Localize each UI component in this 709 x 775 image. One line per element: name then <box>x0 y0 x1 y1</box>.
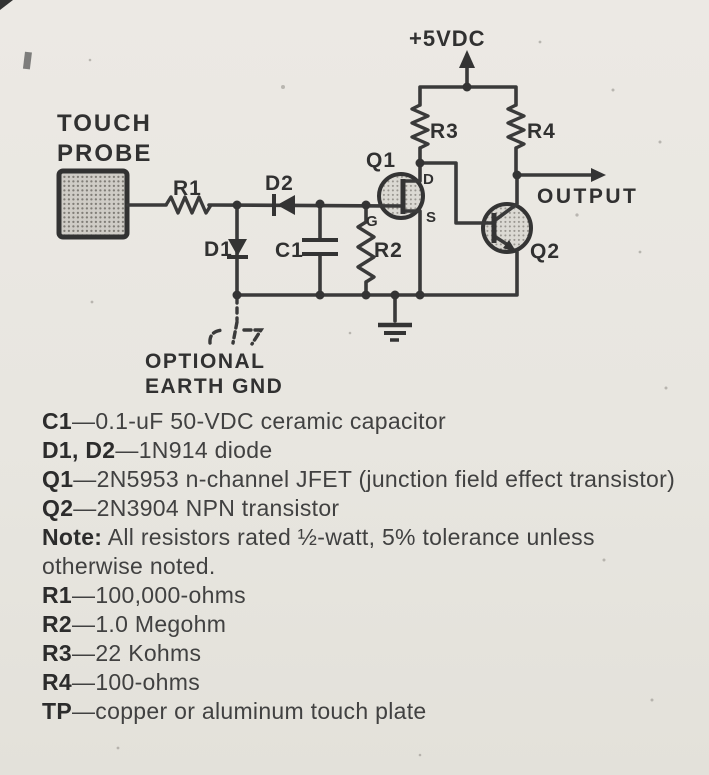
q1-source-label: S <box>426 209 436 226</box>
parts-list: C1—0.1-uF 50-VDC ceramic capacitor D1, D… <box>42 407 694 726</box>
resistor-r1-symbol <box>164 195 213 215</box>
q1-label: Q1 <box>366 149 396 172</box>
part-designator: R2 <box>42 611 73 637</box>
part-description: —2N5953 n-channel JFET (junction field e… <box>73 466 676 492</box>
parts-list-item: Q2—2N3904 NPN transistor <box>42 494 694 523</box>
diode-d2-symbol <box>272 194 295 216</box>
junction-dots <box>232 82 522 300</box>
part-description: —100-ohms <box>72 669 200 695</box>
part-designator: R3 <box>42 640 73 666</box>
touch-probe-label-line1: TOUCH <box>57 110 152 137</box>
resistor-r3-symbol <box>410 103 430 150</box>
q1-drain-label: D <box>423 171 434 188</box>
parts-list-item: R2—1.0 Megohm <box>42 610 694 639</box>
r2-label: R2 <box>374 239 403 262</box>
r4-label: R4 <box>527 120 556 143</box>
part-description: —copper or aluminum touch plate <box>72 698 427 724</box>
parts-list-item: TP—copper or aluminum touch plate <box>42 697 694 726</box>
part-designator: TP <box>42 698 72 724</box>
d2-label: D2 <box>265 172 294 195</box>
parts-list-item: D1, D2—1N914 diode <box>42 436 694 465</box>
edge-mark <box>22 51 32 70</box>
q2-emitter-arrow <box>503 240 517 253</box>
diode-d1-symbol <box>227 239 248 259</box>
earth-gnd-label-line2: EARTH GND <box>145 375 283 398</box>
page-corner-mark <box>0 0 13 10</box>
paper-specks <box>88 40 668 757</box>
resistor-r4-symbol <box>506 103 526 150</box>
scan-artifacts <box>0 0 668 757</box>
parts-list-item: R3—22 Kohms <box>42 639 694 668</box>
part-description: —0.1-uF 50-VDC ceramic capacitor <box>72 408 446 434</box>
q2-label: Q2 <box>530 240 560 263</box>
supply-arrow-icon <box>459 50 475 68</box>
touch-probe-label-line2: PROBE <box>57 140 152 167</box>
earth-ground-symbol <box>208 296 265 346</box>
supply-label: +5VDC <box>409 26 486 51</box>
resistor-r2-symbol <box>356 220 376 284</box>
capacitor-c1-symbol <box>302 238 338 256</box>
part-description: —1.0 Megohm <box>72 611 227 637</box>
note-text: All resistors rated ½-watt, 5% tolerance… <box>42 524 595 579</box>
parts-list-item: R4—100-ohms <box>42 668 694 697</box>
parts-list-item: Q1—2N5953 n-channel JFET (junction field… <box>42 465 694 494</box>
parts-list-item: C1—0.1-uF 50-VDC ceramic capacitor <box>42 407 694 436</box>
part-designator: R4 <box>42 669 73 695</box>
part-description: —22 Kohms <box>72 640 202 666</box>
d1-label: D1 <box>204 238 233 261</box>
earth-gnd-label-line1: OPTIONAL <box>145 350 266 373</box>
note-designator: Note: <box>42 524 103 550</box>
part-designator: R1 <box>42 582 73 608</box>
ground-symbol <box>378 322 412 342</box>
r1-label: R1 <box>173 177 202 200</box>
part-description: —2N3904 NPN transistor <box>73 495 340 521</box>
r3-label: R3 <box>430 120 459 143</box>
part-designator: C1 <box>42 408 73 434</box>
output-label: OUTPUT <box>537 185 638 208</box>
q1-gate-label: G <box>366 213 378 230</box>
part-description: —100,000-ohms <box>72 582 246 608</box>
output-arrow-icon <box>591 168 606 182</box>
c1-label: C1 <box>275 239 304 262</box>
part-designator: Q1 <box>42 466 74 492</box>
touch-plate <box>56 168 130 240</box>
parts-list-note: Note: All resistors rated ½-watt, 5% tol… <box>42 523 694 581</box>
part-description: —1N914 diode <box>115 437 273 463</box>
parts-list-item: R1—100,000-ohms <box>42 581 694 610</box>
part-designator: D1, D2 <box>42 437 116 463</box>
part-designator: Q2 <box>42 495 74 521</box>
